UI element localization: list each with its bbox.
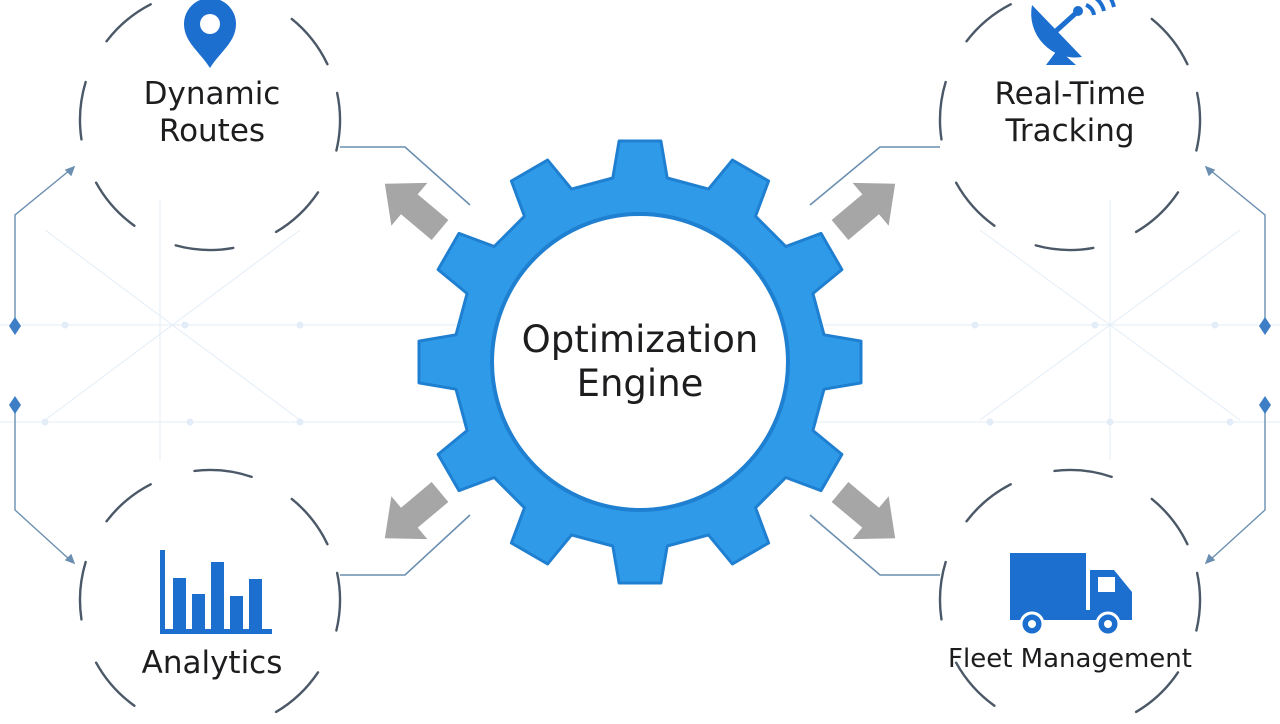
arrow-to-dynamic-routes: [384, 182, 449, 240]
ring-fleet-management: [938, 468, 1202, 724]
node-label-line1: Analytics: [141, 645, 283, 681]
node-label-line2: Routes: [158, 112, 266, 149]
bar-chart-icon: [160, 550, 272, 634]
ring-analytics: [78, 468, 342, 724]
center-label-line2: Engine: [576, 361, 704, 405]
arrow-to-fleet-management: [831, 482, 896, 540]
node-label-line2: Tracking: [1005, 112, 1135, 149]
side-connectors: [14, 165, 1266, 565]
center-label-line1: Optimization: [521, 318, 759, 361]
delivery-truck-icon: [1010, 553, 1132, 637]
diamond-markers: [9, 317, 1271, 414]
diamond-marker: [1259, 317, 1271, 335]
arrows: [384, 182, 896, 540]
node-label-real-time-tracking: Real-Time Tracking: [950, 76, 1190, 149]
location-pin-icon: [184, 0, 236, 68]
node-label-analytics: Analytics: [100, 645, 324, 682]
background-network: [0, 200, 1280, 460]
node-label-dynamic-routes: Dynamic Routes: [100, 76, 324, 149]
ring-real-time-tracking: [938, 0, 1202, 252]
node-rings: [78, 0, 1202, 724]
arrow-to-real-time-tracking: [831, 182, 896, 240]
center-label: Optimization Engine: [480, 318, 800, 405]
node-label-line1: Dynamic: [143, 76, 281, 112]
arrow-to-analytics: [384, 482, 449, 540]
gear-hub: [490, 212, 790, 512]
ring-dynamic-routes: [78, 0, 342, 252]
satellite-dish-icon: [1031, 0, 1116, 65]
node-label-line1: Fleet Management: [948, 644, 1192, 674]
gear-icon: [417, 139, 863, 585]
connector-lines: [340, 146, 940, 576]
diamond-marker: [9, 396, 21, 414]
node-label-line1: Real-Time: [994, 76, 1146, 112]
node-label-fleet-management: Fleet Management: [920, 644, 1220, 675]
diamond-marker: [9, 317, 21, 335]
diamond-marker: [1259, 396, 1271, 414]
